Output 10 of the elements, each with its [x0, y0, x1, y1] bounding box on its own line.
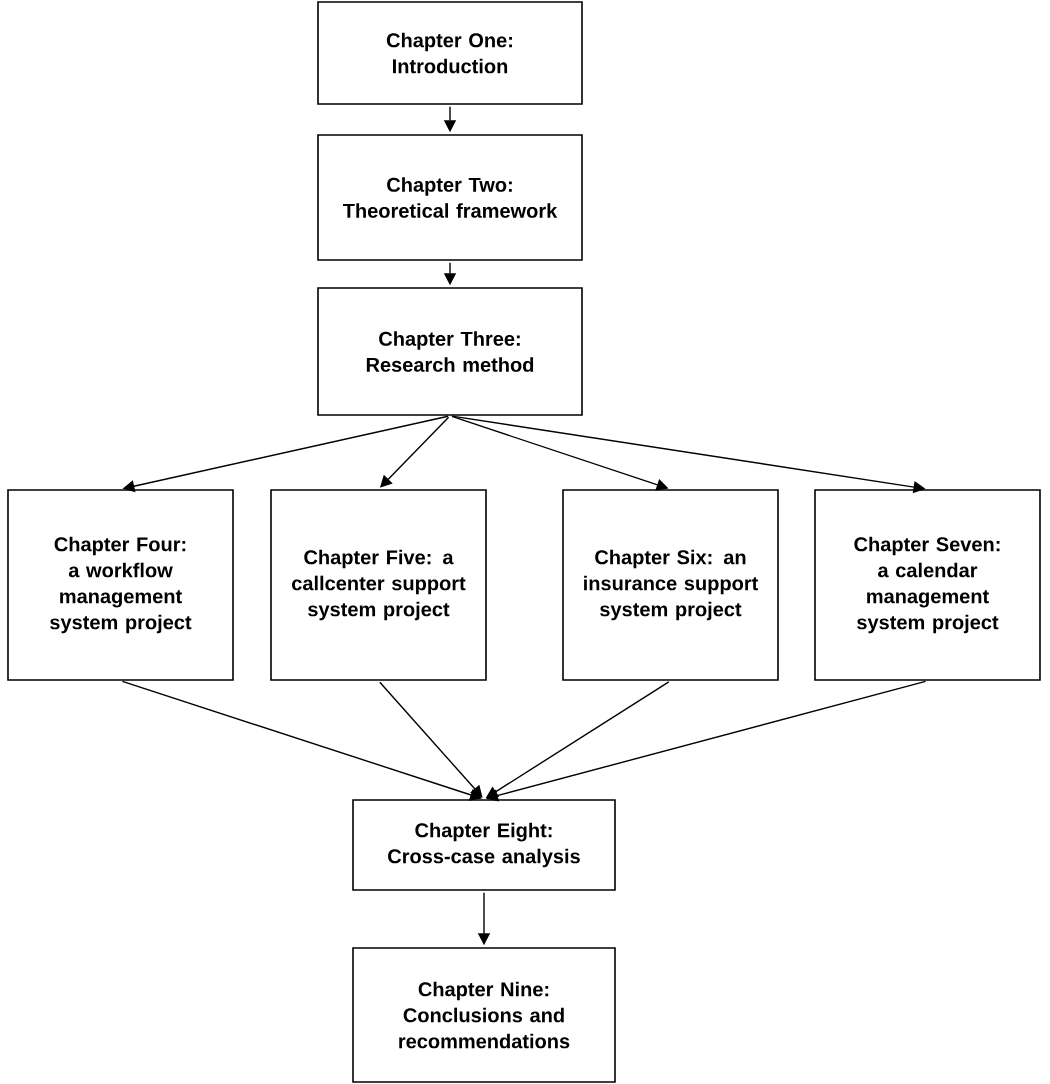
chapter-box: Chapter Nine: Conclusions and recommendations [352, 947, 616, 1083]
chapter-box: Chapter Three: Research method [317, 287, 583, 416]
chapter-box: Chapter Two: Theoretical framework [317, 134, 583, 261]
chapter-box: Chapter One: Introduction [317, 1, 583, 105]
chapter-box: Chapter Seven: a calendar management system project [814, 489, 1041, 681]
chapter-box: Chapter Five: a callcenter support system project [270, 489, 487, 681]
chapter-box: Chapter Eight: Cross-case analysis [352, 799, 616, 891]
chapter-box: Chapter Four: a workflow management system project [7, 489, 234, 681]
chapter-box: Chapter Six: an insurance support system project [562, 489, 779, 681]
arrow [379, 681, 483, 798]
